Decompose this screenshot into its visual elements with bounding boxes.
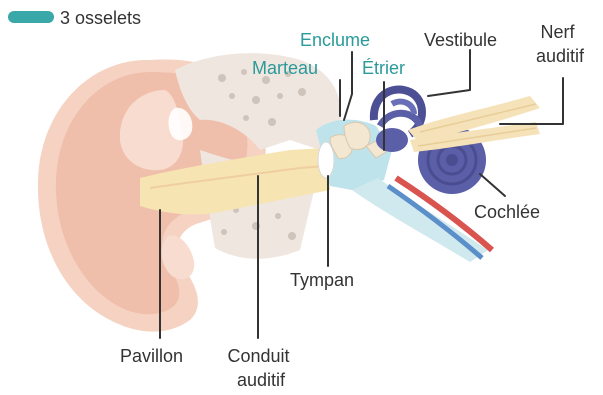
tympanic-membrane	[318, 142, 334, 178]
label-pavillon: Pavillon	[120, 346, 183, 366]
label-etrier: Étrier	[362, 58, 405, 78]
legend-swatch	[8, 11, 54, 23]
label-tympan: Tympan	[290, 270, 354, 290]
label-vestibule: Vestibule	[424, 30, 497, 50]
label-enclume: Enclume	[300, 30, 370, 50]
label-conduit-auditif: Conduit auditif	[227, 346, 294, 390]
legend: 3 osselets	[8, 8, 141, 28]
legend-label: 3 osselets	[60, 8, 141, 28]
label-cochlee: Cochlée	[474, 202, 540, 222]
label-marteau: Marteau	[252, 58, 318, 78]
label-nerf-auditif: Nerf auditif	[536, 22, 585, 66]
eustachian-tube	[352, 178, 492, 262]
